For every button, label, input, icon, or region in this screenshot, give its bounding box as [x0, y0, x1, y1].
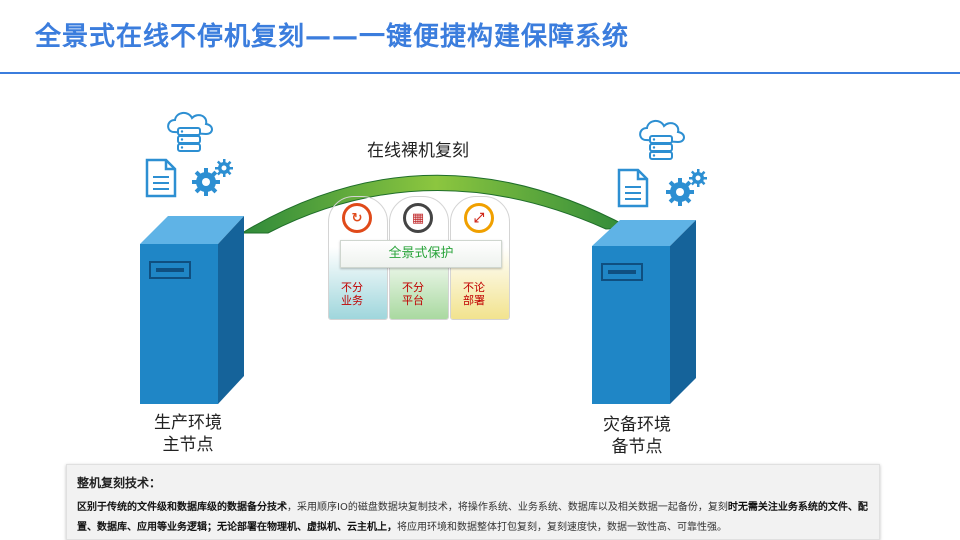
gears-icon — [666, 169, 707, 206]
arc-label: 在线裸机复刻 — [367, 141, 469, 161]
slide-title: 全景式在线不停机复刻——一键便捷构建保障系统 — [35, 22, 630, 52]
primary-node-line1: 生产环境 — [154, 413, 222, 433]
info-body: 区别于传统的文件级和数据库级的数据备分技术，采用顺序IO的磁盘数据块复制技术，将… — [77, 498, 869, 538]
feature-business-line1: 不分 — [341, 281, 363, 294]
protection-features: ↻ 不分 业务 ▦ 不分 平台 ⤢ 不论 部署 全景式保护 — [328, 196, 510, 320]
primary-node-label: 生产环境 主节点 — [128, 412, 248, 456]
cycle-icon: ↻ — [342, 203, 372, 233]
primary-server — [140, 216, 244, 404]
backup-server — [592, 220, 696, 404]
storage-icon: ▦ — [403, 203, 433, 233]
title-underline — [0, 72, 960, 74]
feature-deployment-line1: 不论 — [463, 281, 485, 294]
feature-deployment-line2: 部署 — [463, 294, 485, 307]
document-icon — [145, 158, 177, 198]
feature-business-line2: 业务 — [341, 294, 363, 307]
info-bold-1: 区别于传统的文件级和数据库级的数据备分技术 — [77, 502, 287, 513]
expand-icon: ⤢ — [464, 203, 494, 233]
feature-platform-line1: 不分 — [402, 281, 424, 294]
backup-node-line1: 灾备环境 — [603, 415, 671, 435]
info-heading: 整机复刻技术： — [77, 476, 162, 490]
cloud-database-icon — [167, 112, 213, 152]
panoramic-protection-banner: 全景式保护 — [340, 240, 502, 268]
backup-node-line2: 备节点 — [611, 437, 663, 457]
info-text-2: 将应用环境和数据整体打包复刻，复刻速度快，数据一致性高、可靠性强。 — [397, 522, 727, 533]
document-icon — [617, 168, 649, 208]
primary-node-line2: 主节点 — [162, 435, 214, 455]
info-box: 整机复刻技术： 区别于传统的文件级和数据库级的数据备分技术，采用顺序IO的磁盘数… — [66, 464, 880, 540]
info-text-1: ，采用顺序IO的磁盘数据块复制技术，将操作系统、业务系统、数据库以及相关数据一起… — [287, 502, 728, 513]
feature-platform-line2: 平台 — [402, 294, 424, 307]
cloud-database-icon — [639, 120, 685, 160]
backup-node-label: 灾备环境 备节点 — [577, 414, 697, 458]
info-bold-2: 时无需关注业务系统的文件、配置、数据库、应用等业务逻辑；无论部署在物理机、虚拟机… — [77, 502, 868, 533]
gears-icon — [192, 159, 233, 196]
feature-business: ↻ 不分 业务 — [328, 196, 388, 320]
